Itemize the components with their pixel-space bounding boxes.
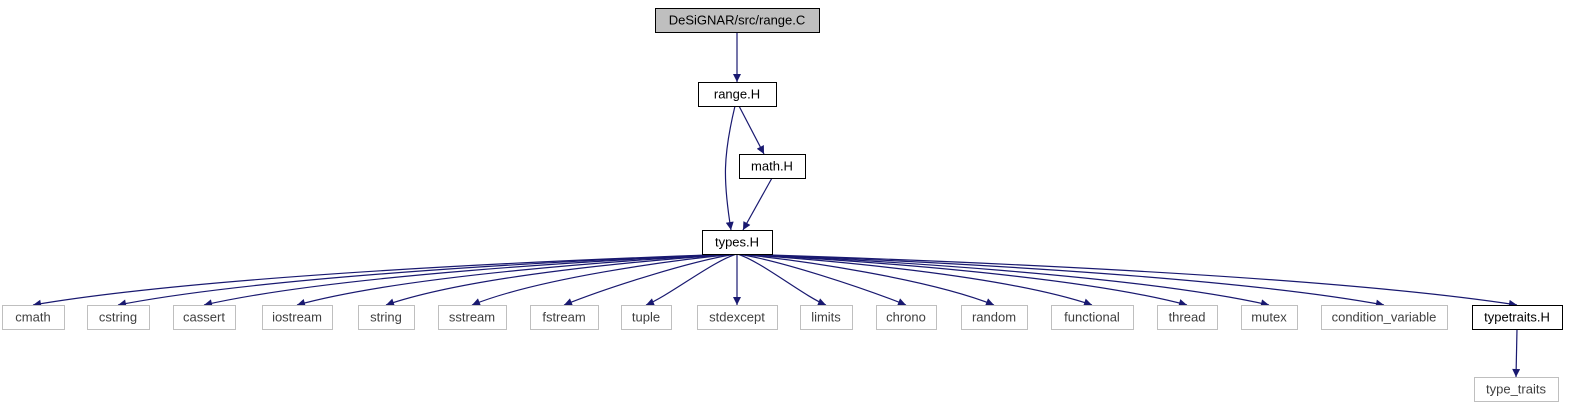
node-thread[interactable]: thread [1157, 305, 1218, 330]
edge-typesH-to-iostream [296, 253, 738, 307]
node-box-chrono [876, 305, 937, 330]
edge-typesH-to-cmath [32, 253, 738, 308]
node-label-typesH: types.H [715, 235, 759, 250]
node-box-tuple [621, 305, 672, 330]
node-typesH[interactable]: types.H [702, 230, 773, 255]
node-box-functional [1051, 305, 1134, 330]
node-box-root [655, 8, 820, 33]
node-label-mathH: math.H [751, 159, 793, 174]
node-type_traits[interactable]: type_traits [1474, 377, 1559, 402]
edge-typesH-to-cassert [203, 253, 738, 308]
node-label-thread: thread [1169, 310, 1206, 325]
node-label-condition_variable: condition_variable [1332, 310, 1437, 325]
edge-typesH-to-mutex [736, 253, 1270, 308]
node-box-limits [800, 305, 853, 330]
edge-typesH-to-sstream [471, 253, 738, 306]
node-label-string: string [370, 310, 402, 325]
edge-typesH-to-chrono [736, 253, 907, 306]
node-rangeH[interactable]: range.H [698, 82, 777, 107]
node-label-type_traits: type_traits [1486, 382, 1546, 397]
node-box-cstring [87, 305, 150, 330]
edge-typesH-to-string [385, 253, 738, 307]
node-tuple[interactable]: tuple [621, 305, 672, 330]
node-label-random: random [972, 310, 1016, 325]
node-label-mutex: mutex [1251, 310, 1287, 325]
node-box-typetraitsH [1472, 305, 1563, 330]
node-box-type_traits [1474, 377, 1559, 402]
node-label-iostream: iostream [272, 310, 322, 325]
node-label-sstream: sstream [449, 310, 495, 325]
node-label-cstring: cstring [99, 310, 137, 325]
node-label-stdexcept: stdexcept [709, 310, 765, 325]
node-cassert[interactable]: cassert [173, 305, 236, 330]
node-typetraitsH[interactable]: typetraits.H [1472, 305, 1563, 330]
edge-typesH-to-typetraitsH [736, 253, 1518, 308]
node-label-cmath: cmath [15, 310, 50, 325]
node-iostream[interactable]: iostream [262, 305, 333, 330]
node-random[interactable]: random [961, 305, 1028, 330]
node-label-chrono: chrono [886, 310, 926, 325]
node-box-cmath [2, 305, 65, 330]
node-box-stdexcept [697, 305, 778, 330]
node-string[interactable]: string [358, 305, 415, 330]
edge-typesH-to-random [736, 253, 995, 306]
edge-rangeH-to-mathH [738, 105, 765, 155]
edge-mathH-to-typesH [742, 177, 773, 231]
node-mutex[interactable]: mutex [1241, 305, 1298, 330]
edge-typesH-to-functional [736, 253, 1093, 307]
edge-typesH-to-tuple [645, 253, 738, 306]
node-label-functional: functional [1064, 310, 1120, 325]
edge-rangeH-to-typesH [724, 105, 736, 231]
node-box-random [961, 305, 1028, 330]
node-label-tuple: tuple [632, 310, 660, 325]
edge-typetraitsH-to-type_traits [1512, 328, 1521, 378]
node-box-rangeH [698, 82, 777, 107]
node-cstring[interactable]: cstring [87, 305, 150, 330]
node-box-condition_variable [1321, 305, 1448, 330]
node-mathH[interactable]: math.H [739, 154, 806, 179]
node-box-fstream [530, 305, 599, 330]
node-functional[interactable]: functional [1051, 305, 1134, 330]
node-limits[interactable]: limits [800, 305, 853, 330]
node-cmath[interactable]: cmath [2, 305, 65, 330]
edge-typesH-to-fstream [563, 253, 738, 306]
node-label-rangeH: range.H [714, 87, 760, 102]
node-box-cassert [173, 305, 236, 330]
edge-typesH-to-limits [736, 253, 827, 306]
node-box-sstream [438, 305, 507, 330]
node-box-string [358, 305, 415, 330]
node-sstream[interactable]: sstream [438, 305, 507, 330]
node-root[interactable]: DeSiGNAR/src/range.C [655, 8, 820, 33]
edges-layer [32, 32, 1521, 378]
node-label-typetraitsH: typetraits.H [1484, 310, 1550, 325]
node-box-iostream [262, 305, 333, 330]
node-box-thread [1157, 305, 1218, 330]
node-box-typesH [702, 230, 773, 255]
node-fstream[interactable]: fstream [530, 305, 599, 330]
node-box-mathH [739, 154, 806, 179]
node-stdexcept[interactable]: stdexcept [697, 305, 778, 330]
node-chrono[interactable]: chrono [876, 305, 937, 330]
node-label-limits: limits [811, 310, 841, 325]
node-box-mutex [1241, 305, 1298, 330]
nodes-layer: DeSiGNAR/src/range.C range.H math.H types.H… [2, 8, 1563, 402]
node-label-root: DeSiGNAR/src/range.C [669, 13, 806, 28]
node-condition_variable[interactable]: condition_variable [1321, 305, 1448, 330]
node-label-cassert: cassert [183, 310, 225, 325]
node-label-fstream: fstream [542, 310, 585, 325]
